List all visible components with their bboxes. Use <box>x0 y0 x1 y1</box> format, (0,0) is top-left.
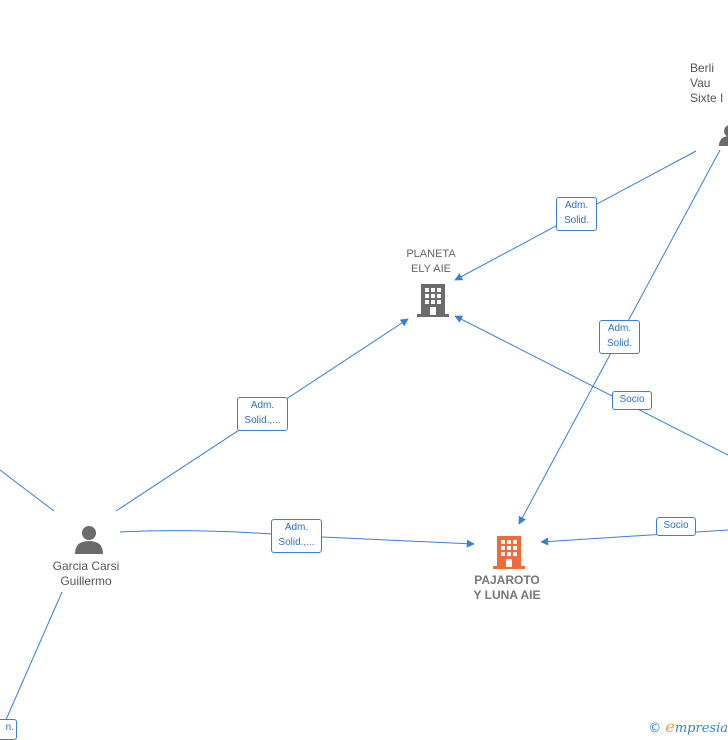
node-label-pajaroto[interactable]: PAJAROTO Y LUNA AIE <box>473 573 541 602</box>
edge-label-berli-planeta: Adm. Solid. <box>556 197 597 231</box>
edge-label-garcia-planeta: Adm. Solid.,... <box>237 397 288 431</box>
brand-name: mpresia <box>674 721 728 736</box>
focus-building-icon <box>493 536 525 569</box>
person-icon-partial <box>719 125 728 146</box>
node-label-planeta[interactable]: PLANETA ELY AIE <box>406 248 456 275</box>
edge-label-garcia-pajaroto: Adm. Solid.,... <box>271 519 322 553</box>
node-label-garcia[interactable]: Garcia Carsi Guillermo <box>52 559 120 588</box>
edge-garcia-bottom <box>4 591 63 723</box>
edge-left-garcia <box>0 469 55 512</box>
edge-socio-planeta <box>454 315 728 456</box>
edge-label-socio-pajaroto: Socio <box>656 517 696 536</box>
edge-socio-pajaroto <box>540 529 728 546</box>
empresia-watermark: © empresia <box>648 717 728 736</box>
node-label-berli[interactable]: Berli Vau Sixte I <box>690 61 724 105</box>
edge-label-socio-planeta: Socio <box>612 391 652 410</box>
building-icon <box>417 284 449 317</box>
brand-initial: e <box>665 717 675 736</box>
copyright-symbol: © <box>648 721 662 736</box>
edge-label-bottom-left: n. <box>0 719 17 740</box>
edge-label-berli-pajaroto: Adm. Solid. <box>599 320 640 354</box>
person-icon <box>75 526 103 554</box>
